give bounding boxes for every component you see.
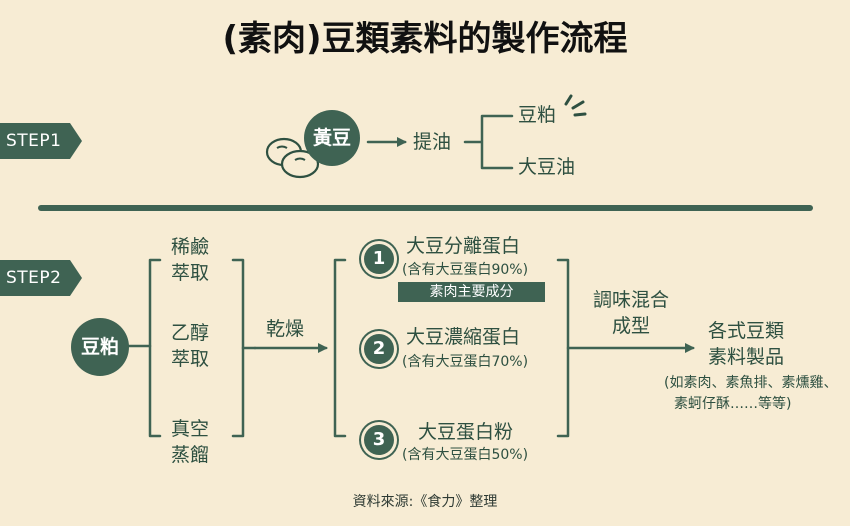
- product-isolate-name: 大豆分離蛋白: [406, 235, 521, 257]
- soybean-meal-label: 豆粕: [518, 104, 557, 126]
- step2-label: STEP2: [0, 260, 82, 296]
- product-flour-name: 大豆蛋白粉: [418, 421, 514, 443]
- diagram-title: (素肉)豆類素料的製作流程: [222, 19, 628, 59]
- product-concentrate-name: 大豆濃縮蛋白: [406, 326, 521, 348]
- soybean-oil-label: 大豆油: [518, 156, 576, 178]
- extract-oil-label: 提油: [413, 131, 452, 153]
- seasoning-mix-line1: 調味混合: [593, 289, 670, 311]
- soybean-node: 黃豆: [304, 110, 360, 166]
- final-products-line2: 素料製品: [708, 346, 785, 368]
- product-number-3: 3: [364, 425, 394, 455]
- bracket-products-left: [333, 258, 347, 438]
- fork-extract: [463, 114, 514, 170]
- bracket-methods-right: [231, 258, 245, 438]
- section-divider: [38, 205, 813, 211]
- method-dilute-alkali-line1: 稀鹼: [171, 236, 210, 258]
- method-dilute-alkali-line2: 萃取: [171, 262, 210, 284]
- final-products-line1: 各式豆類: [708, 320, 785, 342]
- drying-label: 乾燥: [266, 318, 305, 340]
- product-number-2: 2: [364, 334, 394, 364]
- final-examples-line2: 素蚵仔酥……等等): [674, 396, 792, 412]
- method-ethanol-line2: 萃取: [171, 348, 210, 370]
- seasoning-mix-line2: 成型: [612, 315, 651, 337]
- bracket-methods-left: [148, 258, 162, 438]
- soybean-meal-node: 豆粕: [71, 318, 129, 376]
- product-flour-sub: (含有大豆蛋白50%): [402, 447, 529, 463]
- final-examples-line1: (如素肉、素魚排、素燻雞、: [664, 375, 838, 391]
- product-number-1: 1: [364, 244, 394, 274]
- method-ethanol-line1: 乙醇: [171, 322, 210, 344]
- soybean-icon: [265, 137, 320, 179]
- source-note: 資料來源:《食力》整理: [352, 494, 498, 510]
- method-vacuum-line1: 真空: [171, 418, 210, 440]
- product-concentrate-sub: (含有大豆蛋白70%): [402, 354, 529, 370]
- method-vacuum-line2: 蒸餾: [171, 444, 210, 466]
- bracket-products-right: [556, 258, 570, 438]
- step1-label: STEP1: [0, 123, 82, 159]
- product-isolate-sub: (含有大豆蛋白90%): [402, 262, 529, 278]
- main-ingredient-tag: 素肉主要成分: [398, 282, 545, 302]
- highlight-marks: [564, 94, 587, 117]
